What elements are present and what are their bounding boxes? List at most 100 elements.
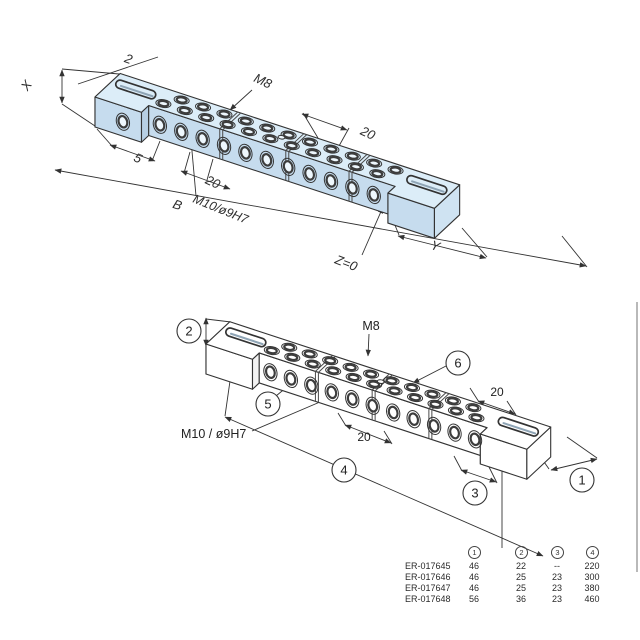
dimension-line — [550, 457, 598, 472]
m8-hole — [344, 151, 361, 161]
balloon-number: 6 — [454, 356, 461, 371]
m8-hole — [301, 137, 319, 147]
m8-hole — [176, 106, 193, 116]
m10-hole — [366, 185, 381, 205]
dimension-line — [301, 113, 348, 131]
m10-hole — [467, 430, 483, 449]
m8-hole — [403, 382, 421, 393]
m8-hole — [173, 95, 190, 105]
dimension-line — [183, 151, 191, 174]
m8-hole — [280, 130, 297, 140]
m10-hole — [238, 143, 253, 162]
m8-hole — [323, 144, 340, 154]
dimension-line — [412, 365, 447, 384]
m8-hole — [342, 362, 359, 372]
m8-hole — [468, 413, 485, 423]
m8-hole — [322, 356, 339, 366]
m10-hole — [406, 410, 421, 429]
m8-hole — [363, 369, 380, 379]
label-dim-5: 5 — [131, 150, 145, 167]
dimension-line — [96, 128, 113, 147]
m8-hole — [366, 379, 383, 389]
m10-hole — [426, 416, 442, 436]
dimension-line — [151, 140, 161, 162]
m10-hole — [365, 396, 380, 415]
m10-hole — [195, 129, 210, 148]
m10-hole — [345, 389, 360, 409]
label-thread-m10: M10 / ø9H7 — [181, 427, 246, 441]
m8-hole — [407, 393, 424, 403]
dimension-line — [109, 144, 156, 162]
balloon-number: 5 — [264, 397, 271, 412]
m10-hole — [302, 164, 317, 184]
m10-hole — [323, 171, 339, 191]
balloon-6: 6 — [445, 350, 471, 376]
m10-hole — [447, 423, 462, 442]
dimension-line — [561, 235, 588, 268]
m8-hole — [301, 349, 318, 359]
m10-hole — [386, 403, 401, 422]
dimension-line — [469, 387, 480, 403]
balloon-3: 3 — [462, 480, 488, 506]
label-dim-x: X — [17, 76, 36, 94]
dimension-line — [453, 455, 463, 472]
m8-hole — [262, 134, 279, 144]
m10-hole — [152, 115, 167, 134]
m8-hole — [369, 169, 386, 179]
m8-hole — [387, 165, 404, 175]
joint-line — [428, 392, 447, 439]
label-dim-2: 2 — [122, 50, 136, 67]
dimension-line — [488, 466, 498, 484]
dimension-line — [77, 56, 159, 85]
page-edge-line — [636, 302, 638, 572]
dimension-line — [361, 206, 384, 256]
m10-hole — [259, 150, 274, 169]
m8-hole — [281, 342, 298, 352]
m8-hole — [447, 406, 464, 416]
pilot-hole — [376, 379, 385, 384]
label-thread-m10: M10/ø9H7 — [191, 192, 251, 227]
m8-hole — [219, 120, 236, 130]
m8-hole — [283, 141, 300, 151]
m8-hole — [259, 123, 276, 133]
m8-hole — [386, 386, 403, 396]
label-dim-b: B — [171, 196, 185, 213]
m8-hole — [326, 155, 343, 165]
m8-hole — [465, 403, 482, 413]
dimension-line — [338, 127, 350, 147]
m8-hole — [444, 396, 461, 406]
m8-hole — [216, 109, 233, 119]
label-dim-y: Y — [429, 237, 443, 254]
m8-hole — [240, 127, 257, 137]
m8-hole — [347, 162, 364, 172]
dimension-line — [461, 227, 488, 258]
dimension-line — [365, 333, 371, 357]
dimension-line — [506, 400, 517, 416]
pilot-hole — [277, 134, 286, 140]
m10-hole — [115, 112, 131, 131]
end-slot — [497, 416, 540, 437]
m10-hole — [263, 363, 278, 382]
balloon-1: 1 — [569, 467, 595, 493]
m8-hole — [383, 376, 400, 386]
m10-hole — [283, 369, 299, 389]
dimension-line — [337, 412, 347, 427]
m10-hole — [324, 383, 339, 402]
dimension-line — [477, 400, 516, 415]
m8-hole — [263, 346, 280, 356]
m8-hole — [305, 148, 322, 158]
m8-hole — [325, 366, 342, 376]
m10-hole — [304, 376, 319, 395]
end-slot — [225, 327, 267, 348]
balloon-number: 4 — [340, 463, 347, 478]
label-dim-20-top: 20 — [357, 123, 378, 143]
balloon-5: 5 — [255, 391, 281, 417]
m8-hole — [198, 113, 215, 123]
label-dim-20-mid: 20 — [357, 430, 371, 444]
balloon-number: 1 — [578, 473, 585, 488]
dimension-line — [205, 318, 232, 323]
label-dim-20-right: 20 — [490, 385, 504, 399]
m8-hole — [237, 116, 254, 126]
